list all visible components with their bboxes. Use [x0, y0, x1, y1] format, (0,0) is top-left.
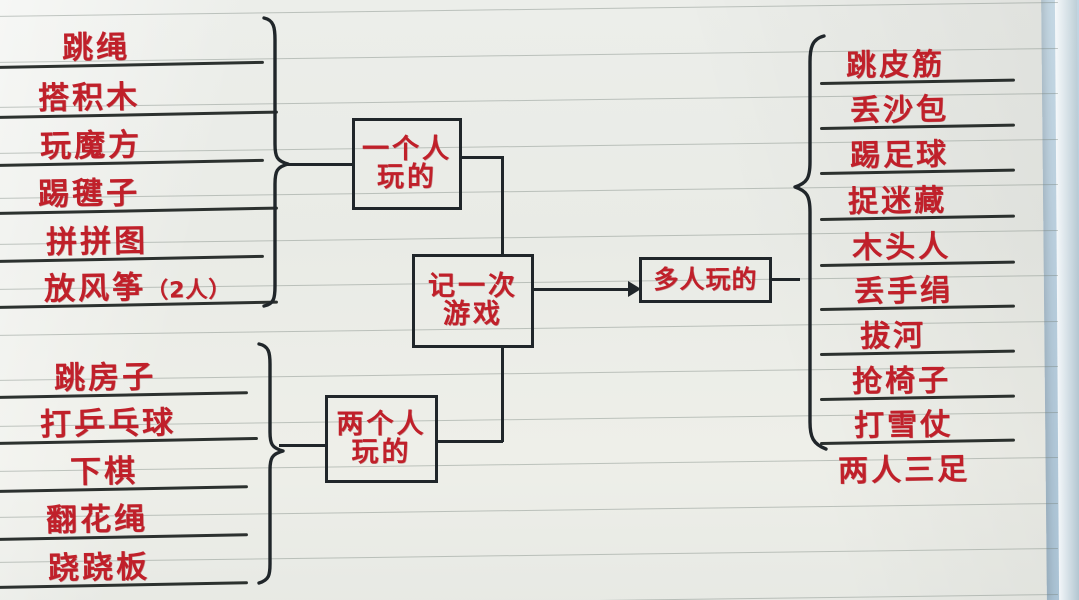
node-pair-line1: 两个人: [336, 409, 427, 441]
list-item: 搭积木: [38, 71, 141, 118]
node-solo-line1: 一个人: [362, 134, 452, 166]
node-root[interactable]: 记一次 游戏: [412, 254, 534, 348]
list-item-text: 跳绳: [61, 29, 131, 67]
list-item: 放风筝（2人）: [44, 261, 232, 309]
list-item: 跳绳: [62, 21, 131, 67]
list-item: 打雪仗: [854, 399, 954, 445]
brace-group: [790, 32, 836, 456]
list-item-text: 两人三足: [837, 451, 971, 490]
list-item-text: 踢毽子: [37, 175, 141, 213]
connector-root-to-group: [532, 288, 637, 291]
node-group[interactable]: 多人玩的: [639, 257, 772, 303]
list-item: 木头人: [852, 221, 952, 267]
list-item-text: 踢足球: [849, 137, 950, 174]
connector-solo-out-h: [460, 156, 504, 159]
node-pair[interactable]: 两个人 玩的: [325, 395, 438, 483]
list-item-text: 放风筝: [43, 269, 147, 308]
list-item-note: （2人）: [145, 277, 232, 304]
list-item-text: 拔河: [859, 318, 927, 355]
list-item: 抢椅子: [852, 355, 952, 401]
node-root-line1: 记一次: [428, 271, 518, 303]
node-solo-line2: 玩的: [377, 162, 437, 193]
list-item: 两人三足: [838, 444, 971, 490]
list-item: 踢足球: [850, 129, 950, 175]
brace-solo: [258, 14, 304, 310]
connector-pair-to-brace: [279, 444, 327, 447]
connector-solo-out-v: [501, 156, 504, 256]
node-root-line2: 游戏: [443, 299, 503, 330]
list-item-text: 捉迷藏: [847, 183, 948, 220]
list-item: 跳房子: [54, 351, 157, 398]
node-group-label: 多人玩的: [653, 265, 758, 295]
list-item: 捉迷藏: [848, 175, 948, 221]
list-item: 翻花绳: [46, 493, 149, 540]
node-pair-line2: 玩的: [351, 437, 412, 468]
list-item-text: 抢椅子: [851, 363, 952, 400]
arrowhead-to-group: [628, 281, 641, 297]
list-item: 玩魔方: [40, 119, 143, 166]
paper-right-edge: [1054, 0, 1079, 600]
list-item: 丢沙包: [850, 84, 950, 130]
list-item-text: 打乒乓球: [39, 404, 177, 444]
list-item-text: 丢沙包: [849, 92, 950, 129]
list-item-text: 打雪仗: [853, 407, 954, 444]
list-item-text: 下棋: [69, 453, 139, 491]
connector-group-to-brace: [770, 278, 800, 281]
list-item: 丢手绢: [854, 265, 954, 311]
node-solo[interactable]: 一个人 玩的: [352, 118, 462, 210]
list-item: 踢毽子: [38, 167, 141, 214]
list-item: 下棋: [70, 445, 139, 491]
list-item-text: 跷跷板: [47, 549, 151, 587]
list-item-text: 木头人: [851, 229, 952, 266]
list-item-text: 翻花绳: [45, 501, 149, 539]
list-item: 拔河: [860, 310, 927, 355]
list-item-text: 跳房子: [53, 359, 157, 397]
list-item: 跷跷板: [48, 541, 151, 588]
list-item: 打乒乓球: [40, 397, 177, 444]
connector-solo-to-brace: [284, 163, 354, 166]
list-item-text: 搭积木: [37, 79, 141, 117]
list-item-text: 玩魔方: [39, 127, 143, 165]
list-item-text: 拼拼图: [45, 223, 149, 261]
connector-pair-out-h: [436, 440, 503, 443]
list-item-text: 跳皮筋: [845, 47, 946, 84]
connector-pair-out-v: [501, 345, 504, 442]
brace-pair: [253, 340, 299, 586]
list-item-text: 丢手绢: [853, 273, 954, 310]
list-item: 跳皮筋: [846, 39, 946, 85]
list-item: 拼拼图: [46, 215, 149, 262]
